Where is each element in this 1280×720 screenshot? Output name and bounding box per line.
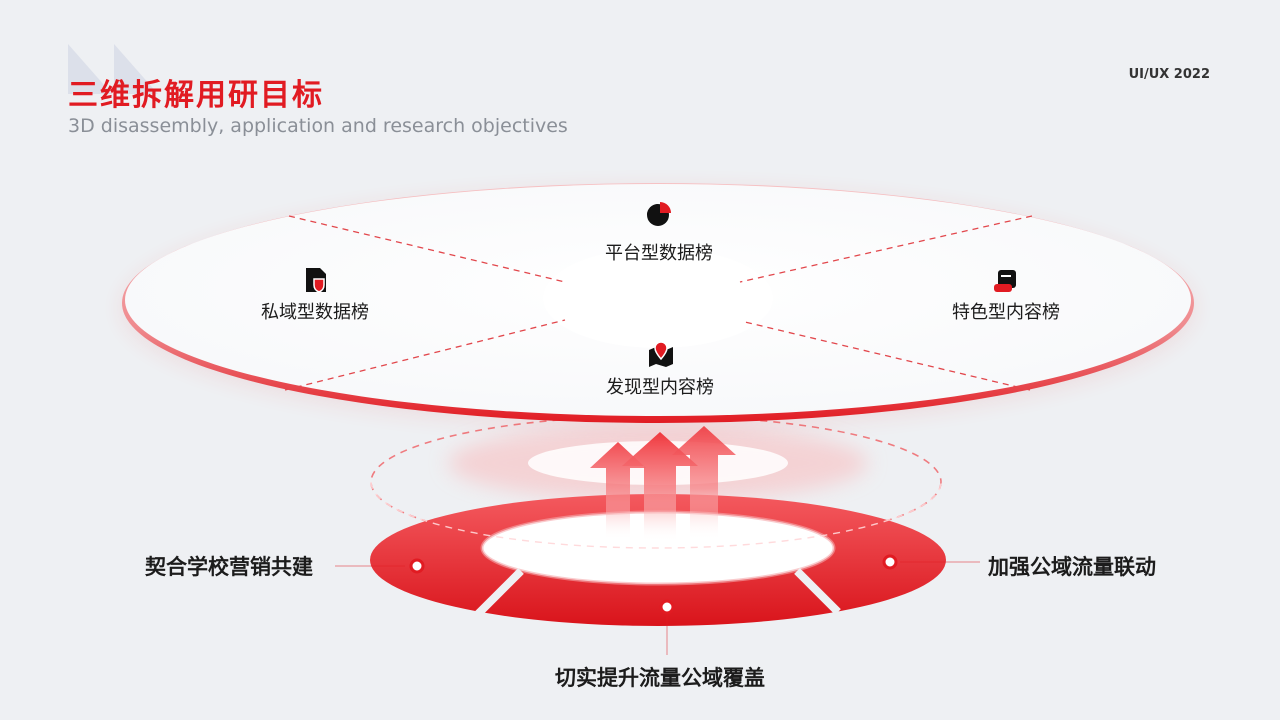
arrow-up-icon — [590, 442, 646, 540]
up-arrows — [590, 426, 736, 542]
shield-document-icon — [306, 268, 326, 293]
scroll-icon — [994, 270, 1016, 292]
disc-label-private: 私域型数据榜 — [261, 302, 369, 323]
disc-center — [543, 248, 773, 348]
disc-label-platform: 平台型数据榜 — [605, 243, 713, 264]
year-badge: UI/UX 2022 — [1128, 67, 1210, 82]
page-title: 三维拆解用研目标 — [68, 78, 324, 113]
ring-divider — [474, 568, 524, 618]
disc-label-feature: 特色型内容榜 — [952, 302, 1060, 323]
page-subtitle: 3D disassembly, application and research… — [68, 115, 568, 137]
map-pin-icon — [649, 341, 673, 367]
ring-marker — [882, 554, 898, 570]
ring-label-bottom: 切实提升流量公域覆盖 — [555, 666, 765, 690]
pie-chart-icon — [647, 202, 671, 226]
header-decoration — [114, 44, 158, 94]
arrow-up-icon — [672, 426, 736, 540]
header-decoration — [68, 44, 112, 94]
ring-marker — [409, 558, 425, 574]
disc-label-discovery: 发现型内容榜 — [606, 377, 714, 398]
ring-markers — [335, 554, 980, 655]
disc-dividers — [284, 215, 1033, 391]
ring-label-left: 契合学校营销共建 — [145, 555, 313, 579]
ring-divider — [794, 568, 841, 615]
ring-label-right: 加强公域流量联动 — [988, 555, 1156, 579]
arrow-up-icon — [622, 432, 698, 542]
ring-marker — [659, 599, 675, 615]
